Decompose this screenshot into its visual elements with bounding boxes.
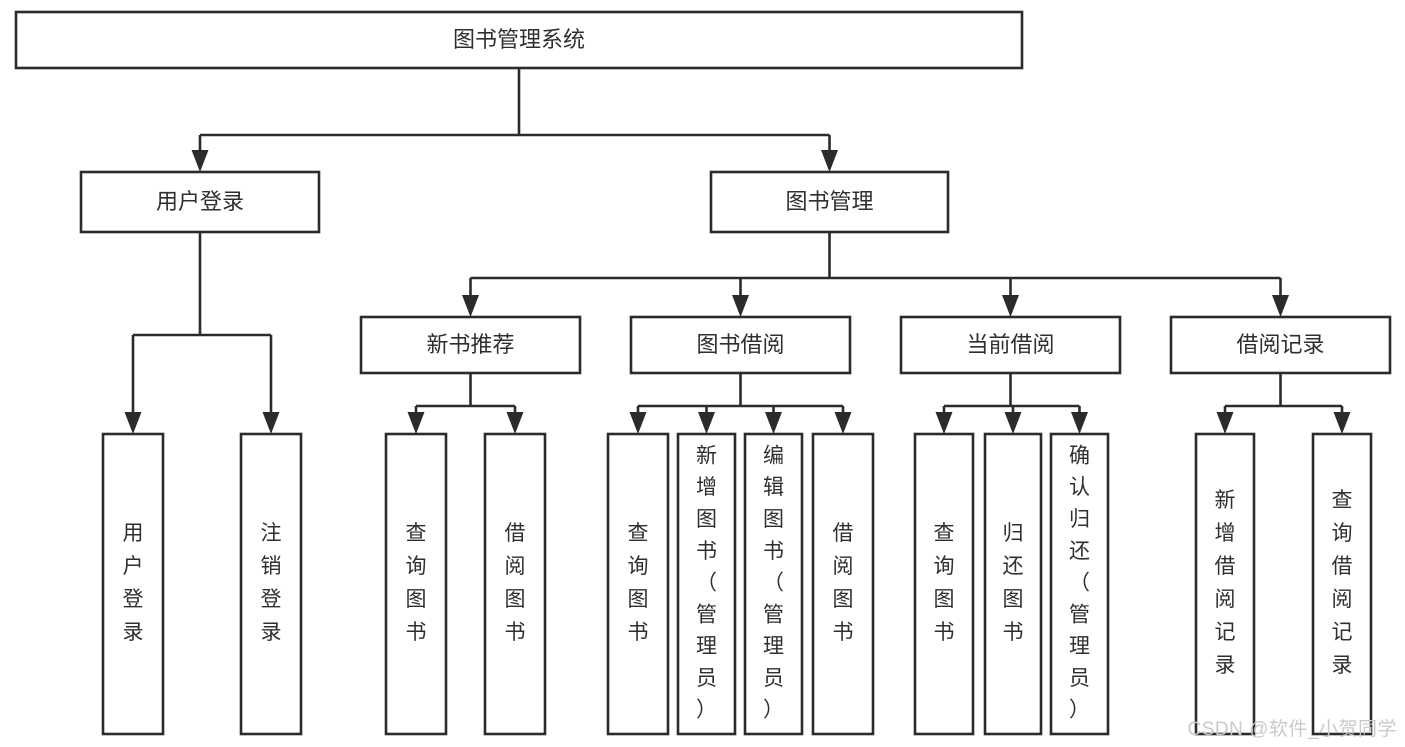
arrow-head-icon	[1071, 412, 1088, 434]
node-label-leaf-user-login: 用户登录	[123, 522, 144, 644]
node-box-current-borrow[interactable]	[899, 315, 1122, 375]
node-book-manage[interactable]: 图书管理	[709, 170, 950, 234]
node-leaf-logout[interactable]: 注销登录	[239, 432, 303, 736]
node-label-root: 图书管理系统	[453, 27, 585, 52]
node-box-leaf-query-book-3[interactable]	[913, 432, 975, 736]
node-box-leaf-borrow-book-1[interactable]	[483, 432, 547, 736]
node-label-leaf-query-book-1: 查询图书	[406, 522, 427, 644]
connector-group-user-login	[124, 232, 280, 434]
connector-group-root	[191, 68, 838, 172]
connector-group-book-manage	[462, 232, 1289, 317]
arrow-head-icon	[124, 412, 142, 434]
node-box-leaf-edit-book[interactable]	[743, 432, 804, 736]
node-leaf-user-login[interactable]: 用户登录	[101, 432, 165, 736]
connector-group-current-borrow	[935, 373, 1088, 434]
node-box-leaf-confirm-return[interactable]	[1049, 432, 1110, 736]
node-new-book-rec[interactable]: 新书推荐	[359, 315, 582, 375]
node-box-leaf-logout[interactable]	[239, 432, 303, 736]
node-box-leaf-query-book-2[interactable]	[606, 432, 670, 736]
node-user-login[interactable]: 用户登录	[79, 170, 321, 234]
node-label-leaf-query-book-3: 查询图书	[934, 522, 955, 644]
node-box-leaf-borrow-book-2[interactable]	[811, 432, 875, 736]
node-label-leaf-return-book: 归还图书	[1003, 522, 1024, 644]
node-leaf-edit-book[interactable]: 编辑图书（管理员）	[743, 432, 804, 736]
node-label-new-book-rec: 新书推荐	[426, 332, 514, 357]
connector-group-book-borrow	[629, 373, 852, 434]
connector-group-new-book-rec	[407, 373, 524, 434]
node-leaf-return-book[interactable]: 归还图书	[983, 432, 1043, 736]
arrow-head-icon	[191, 150, 209, 172]
arrow-head-icon	[262, 412, 280, 434]
node-leaf-add-book[interactable]: 新增图书（管理员）	[676, 432, 737, 736]
node-borrow-record[interactable]: 借阅记录	[1169, 315, 1392, 375]
node-box-book-borrow[interactable]	[629, 315, 852, 375]
node-label-borrow-record: 借阅记录	[1236, 332, 1324, 357]
node-box-leaf-add-record[interactable]	[1194, 432, 1256, 736]
nodes-layer: 图书管理系统用户登录图书管理新书推荐图书借阅当前借阅借阅记录用户登录注销登录查询…	[14, 10, 1392, 736]
node-leaf-query-record[interactable]: 查询借阅记录	[1311, 432, 1373, 736]
node-box-leaf-return-book[interactable]	[983, 432, 1043, 736]
node-box-leaf-query-book-1[interactable]	[384, 432, 448, 736]
watermark-label: CSDN @软件_小贺同学	[1187, 719, 1397, 740]
node-box-user-login[interactable]	[79, 170, 321, 234]
node-box-root[interactable]	[14, 10, 1024, 70]
node-label-leaf-add-record: 新增借阅记录	[1215, 489, 1236, 677]
arrow-head-icon	[935, 412, 953, 434]
node-box-new-book-rec[interactable]	[359, 315, 582, 375]
node-label-leaf-logout: 注销登录	[261, 522, 282, 644]
arrow-head-icon	[698, 412, 715, 434]
node-leaf-query-book-1[interactable]: 查询图书	[384, 432, 448, 736]
arrow-head-icon	[1272, 295, 1289, 317]
arrow-head-icon	[629, 412, 647, 434]
node-label-book-borrow: 图书借阅	[696, 332, 784, 357]
arrow-head-icon	[834, 412, 852, 434]
node-leaf-confirm-return[interactable]: 确认归还（管理员）	[1049, 432, 1110, 736]
arrow-head-icon	[1002, 295, 1019, 317]
arrow-head-icon	[821, 150, 838, 172]
arrow-head-icon	[1004, 412, 1022, 434]
node-box-leaf-user-login[interactable]	[101, 432, 165, 736]
node-label-leaf-borrow-book-1: 借阅图书	[505, 522, 526, 644]
node-label-leaf-query-book-2: 查询图书	[628, 522, 649, 644]
node-label-leaf-edit-book: 编辑图书（管理员）	[763, 444, 784, 721]
arrow-head-icon	[765, 412, 782, 434]
arrow-head-icon	[462, 295, 479, 317]
node-label-current-borrow: 当前借阅	[966, 332, 1054, 357]
node-label-leaf-query-record: 查询借阅记录	[1332, 489, 1353, 677]
node-leaf-query-book-3[interactable]: 查询图书	[913, 432, 975, 736]
node-label-leaf-borrow-book-2: 借阅图书	[833, 522, 854, 644]
node-label-user-login: 用户登录	[156, 189, 244, 214]
node-label-leaf-add-book: 新增图书（管理员）	[696, 444, 717, 721]
node-label-leaf-confirm-return: 确认归还（管理员）	[1069, 444, 1090, 721]
node-box-leaf-add-book[interactable]	[676, 432, 737, 736]
node-box-borrow-record[interactable]	[1169, 315, 1392, 375]
arrow-head-icon	[1333, 412, 1351, 434]
arrow-head-icon	[1216, 412, 1234, 434]
node-leaf-borrow-book-1[interactable]: 借阅图书	[483, 432, 547, 736]
node-leaf-query-book-2[interactable]: 查询图书	[606, 432, 670, 736]
node-leaf-add-record[interactable]: 新增借阅记录	[1194, 432, 1256, 736]
node-leaf-borrow-book-2[interactable]: 借阅图书	[811, 432, 875, 736]
node-box-leaf-query-record[interactable]	[1311, 432, 1373, 736]
node-label-book-manage: 图书管理	[785, 189, 873, 214]
connector-group-borrow-record	[1216, 373, 1351, 434]
arrow-head-icon	[732, 295, 749, 317]
node-box-book-manage[interactable]	[709, 170, 950, 234]
node-current-borrow[interactable]: 当前借阅	[899, 315, 1122, 375]
connectors-layer	[124, 68, 1351, 434]
node-root[interactable]: 图书管理系统	[14, 10, 1024, 70]
arrow-head-icon	[506, 412, 524, 434]
arrow-head-icon	[407, 412, 425, 434]
node-book-borrow[interactable]: 图书借阅	[629, 315, 852, 375]
